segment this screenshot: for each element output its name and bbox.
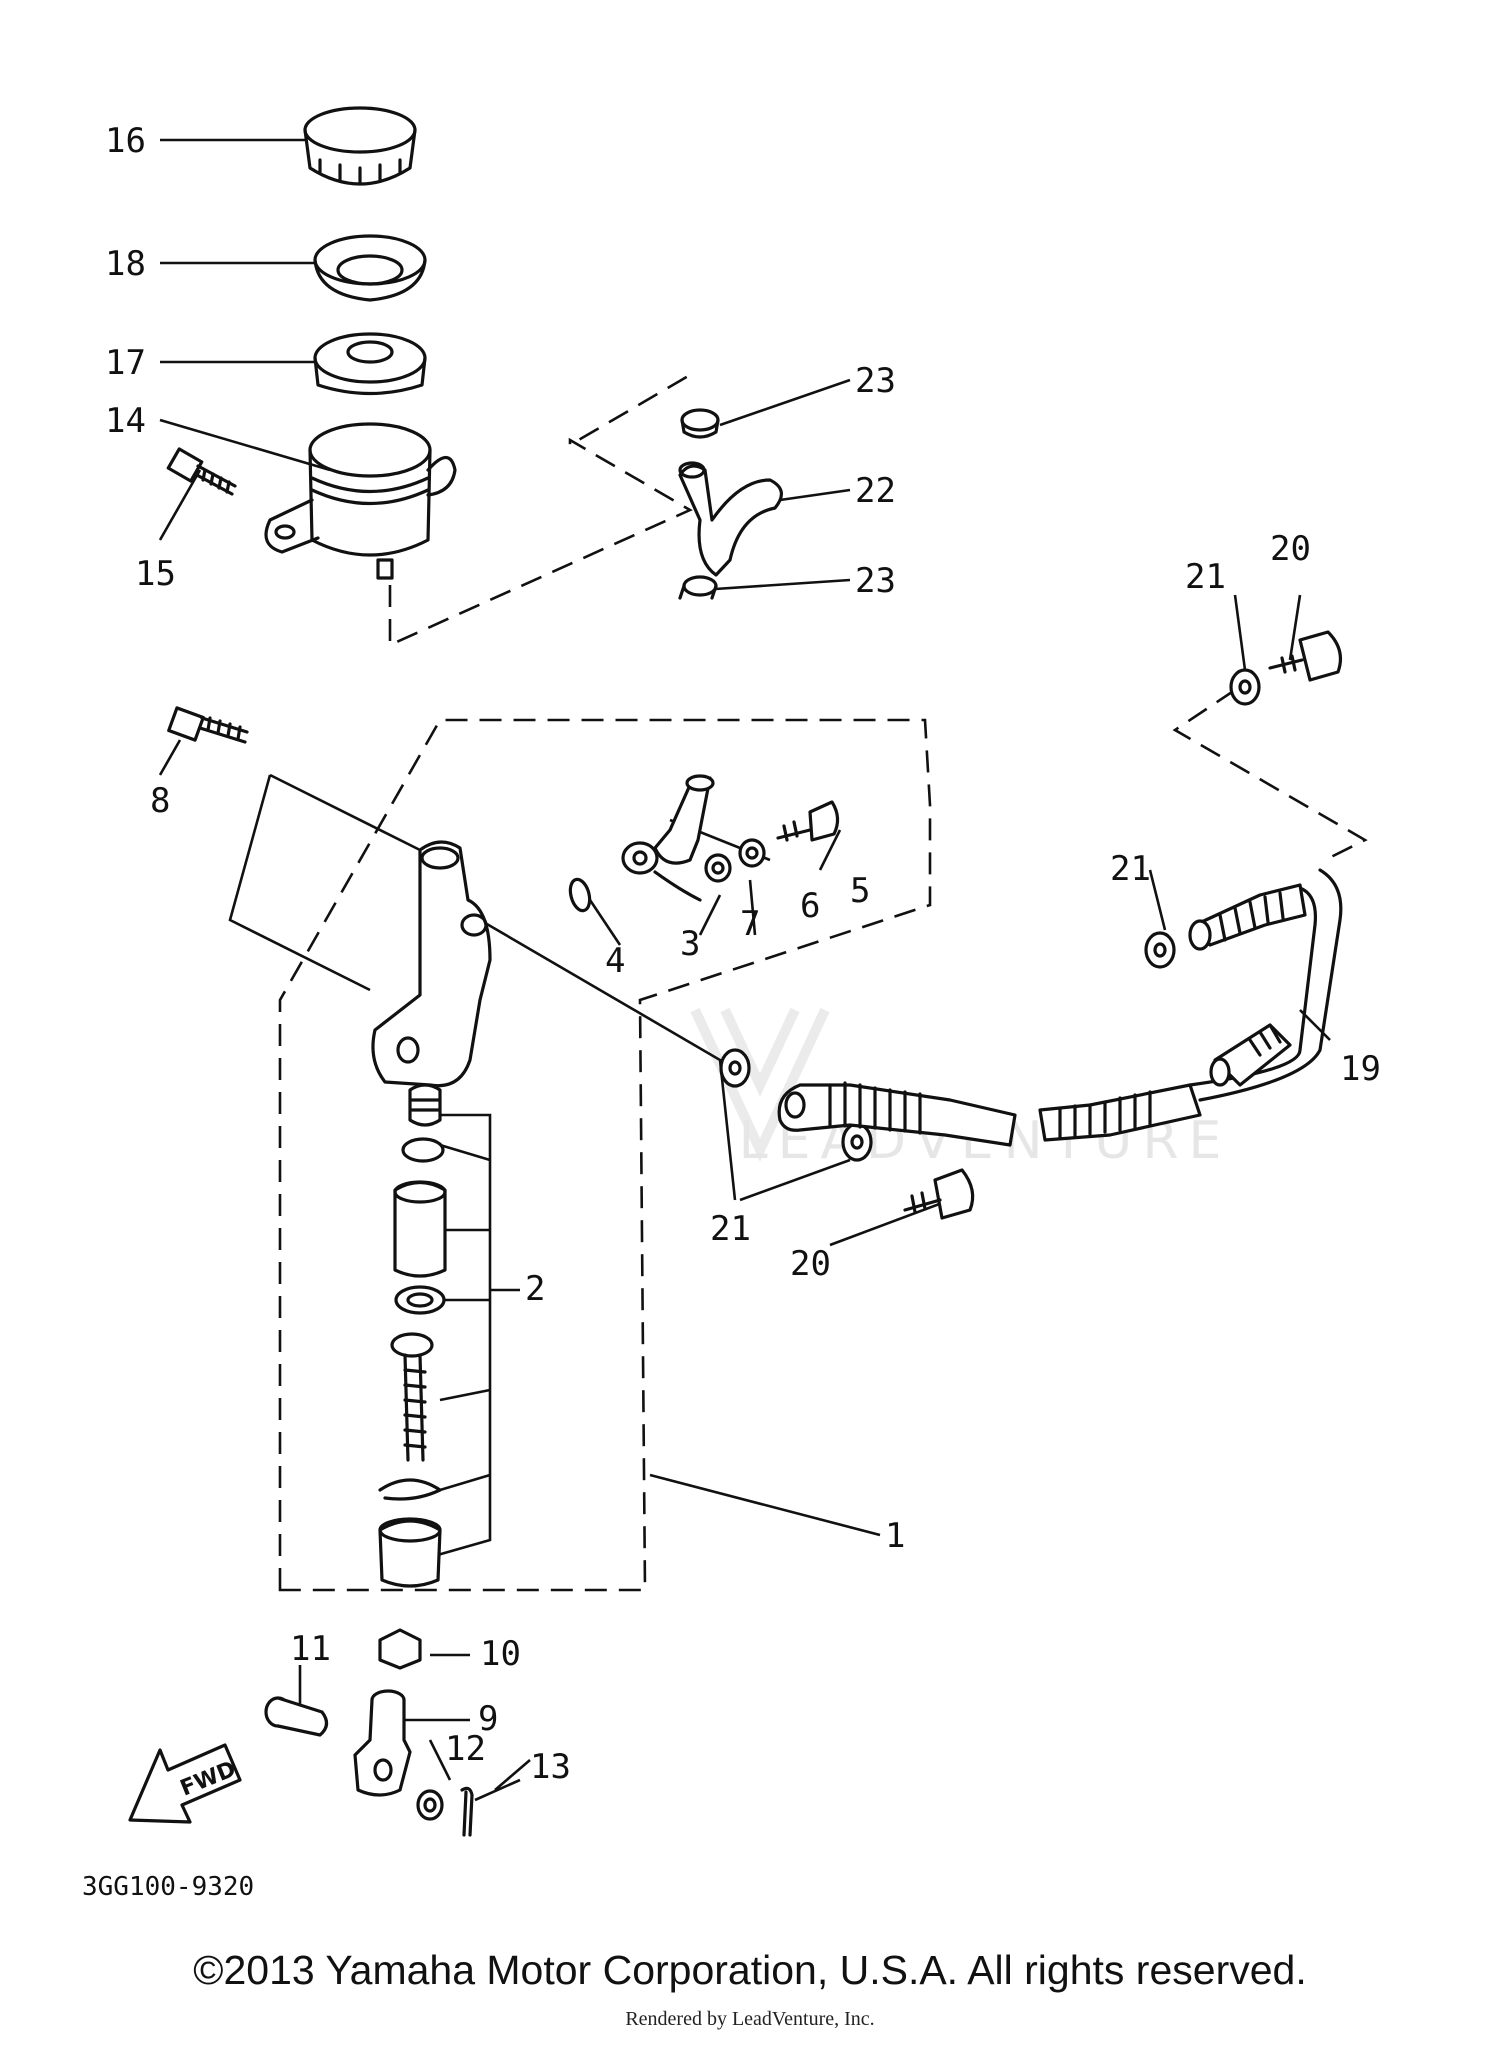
callout-labels: 16 18 17 14 15 23 22 23 21 20 8 5 6 7 3 … xyxy=(82,121,1381,1902)
rendered-by-credit: Rendered by LeadVenture, Inc. xyxy=(625,2008,875,2030)
callout-18: 18 xyxy=(105,244,146,284)
lock-nut xyxy=(378,1628,422,1670)
cotter-pin xyxy=(460,1786,474,1837)
callout-9: 9 xyxy=(478,1699,498,1739)
callout-21-lower: 21 xyxy=(710,1209,751,1249)
hose-clip-lower xyxy=(678,575,718,600)
callout-13: 13 xyxy=(530,1747,571,1787)
copyright-notice: ©2013 Yamaha Motor Corporation, U.S.A. A… xyxy=(193,1947,1307,1993)
clevis xyxy=(353,1689,412,1797)
callout-15: 15 xyxy=(135,554,176,594)
callout-1: 1 xyxy=(885,1516,905,1556)
union-bolt-lower xyxy=(903,1168,975,1220)
leader-lines xyxy=(158,138,1331,1802)
callout-12: 12 xyxy=(445,1729,486,1769)
callout-21-right: 21 xyxy=(1110,849,1151,889)
screw-5 xyxy=(776,800,840,842)
callout-5: 5 xyxy=(850,871,870,911)
washer-upper-right xyxy=(1229,668,1261,706)
callout-21-upper: 21 xyxy=(1185,557,1226,597)
callout-14: 14 xyxy=(105,401,146,441)
assembly-boundary-1 xyxy=(278,718,932,1592)
watermark: LEADVENTURE xyxy=(690,1007,1221,1171)
callout-4: 4 xyxy=(605,941,625,981)
washer-mid-right xyxy=(1144,931,1176,969)
callout-10: 10 xyxy=(480,1634,521,1674)
washer-lower-left xyxy=(719,1048,751,1088)
callout-2: 2 xyxy=(525,1269,545,1309)
callout-23-lower: 23 xyxy=(855,561,896,601)
clevis-pin xyxy=(264,1696,329,1737)
callout-6: 6 xyxy=(800,886,820,926)
callout-23-upper: 23 xyxy=(855,361,896,401)
hose-clip-upper xyxy=(680,408,720,439)
union-bolt-upper-right xyxy=(1268,630,1342,682)
diagram-part-code: 3GG100-9320 xyxy=(82,1872,254,1902)
parts-diagram: LEADVENTURE xyxy=(82,106,1381,1902)
callout-22: 22 xyxy=(855,471,896,511)
callout-20-upper: 20 xyxy=(1270,529,1311,569)
diaphragm-plate xyxy=(313,332,427,396)
master-cylinder-body xyxy=(371,840,492,1088)
callout-16: 16 xyxy=(105,121,146,161)
reservoir-hose xyxy=(678,461,783,577)
callout-19: 19 xyxy=(1340,1049,1381,1089)
callout-7: 7 xyxy=(740,904,760,944)
washer-12 xyxy=(416,1789,444,1821)
callout-17: 17 xyxy=(105,343,146,383)
fwd-arrow-icon: FWD xyxy=(128,1743,242,1824)
callout-8: 8 xyxy=(150,781,170,821)
reservoir-tank xyxy=(264,422,457,580)
hose-routing-right xyxy=(1172,688,1368,862)
callout-20-lower: 20 xyxy=(790,1244,831,1284)
hose-joint xyxy=(621,774,715,902)
washer-7 xyxy=(704,853,732,883)
washer-lower-center xyxy=(841,1122,873,1162)
cylinder-bolt xyxy=(167,706,249,744)
breather-route xyxy=(388,373,693,648)
callout-11: 11 xyxy=(290,1629,331,1669)
reservoir-cap xyxy=(303,106,417,186)
washer-6 xyxy=(738,838,766,868)
reservoir-bolt xyxy=(166,447,237,496)
o-ring-small xyxy=(568,877,592,913)
reservoir-diaphragm xyxy=(313,234,427,302)
callout-3: 3 xyxy=(680,924,700,964)
piston-kit xyxy=(378,1083,447,1588)
brake-hose xyxy=(777,868,1343,1147)
